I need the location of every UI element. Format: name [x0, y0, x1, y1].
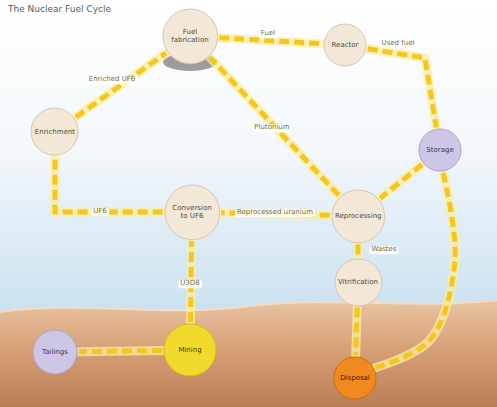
flow-glow [376, 173, 456, 368]
flow-glow [219, 38, 322, 44]
circle-shape [419, 129, 461, 171]
flow-glow [210, 57, 339, 195]
flow-connector [356, 307, 357, 355]
process-circle: Storage [418, 128, 462, 172]
flow-glow [354, 244, 363, 256]
node-label: Reprocessing [335, 212, 381, 220]
flow-connector [380, 164, 422, 198]
process-circle: Tailings [32, 329, 78, 375]
sky [0, 0, 497, 320]
flow-glow [380, 164, 422, 198]
node-label: Mining [178, 346, 201, 354]
flow-connector [55, 158, 163, 212]
flow-glow [368, 49, 437, 128]
flow-connector [76, 53, 166, 117]
flow-connector [210, 57, 339, 195]
process-circle: Fuel fabrication [162, 8, 219, 65]
circle-shape [163, 9, 218, 64]
flow-connector [368, 49, 437, 128]
node-label: Disposal [340, 374, 370, 382]
flow-label: Enriched UF6 [87, 76, 138, 84]
flow-connector [219, 38, 322, 44]
circle-shape [31, 108, 78, 155]
flow-connector [79, 350, 162, 351]
flow-label: U3O8 [178, 280, 202, 288]
flow-dash [356, 244, 361, 256]
flow-glow [79, 350, 162, 351]
flow-label: Used fuel [380, 40, 417, 48]
flow-label: UF6 [91, 208, 109, 216]
flow-connector [376, 173, 456, 368]
process-circle: Vitrification [334, 258, 383, 307]
flow-dash [376, 173, 456, 368]
flow-dash [356, 307, 357, 355]
flow-label: Reprocessed uranium [235, 209, 315, 217]
flow-dash [219, 38, 322, 44]
process-circle: Reactor [323, 23, 367, 67]
circle-shape [324, 24, 366, 66]
circle-shape [33, 330, 77, 374]
flow-glow [76, 53, 166, 117]
flow-glow [356, 307, 357, 355]
circle-shape [164, 324, 216, 376]
circle-shape [165, 185, 220, 240]
circle-shape [335, 259, 382, 306]
node-label: Enrichment [35, 128, 75, 136]
process-circle: Disposal [333, 356, 377, 400]
ground-edge [0, 300, 497, 312]
flow-dash [79, 350, 162, 351]
process-circle: Enrichment [30, 107, 79, 156]
node-label: Fuel fabrication [167, 28, 213, 44]
flow-connector [358, 244, 359, 256]
flow-label: Plutonium [252, 124, 291, 132]
flow-dash [380, 164, 422, 198]
flow-label: Fuel [259, 30, 277, 38]
flow-dash [55, 158, 163, 212]
flow-dash [368, 49, 437, 128]
flow-dash [76, 53, 166, 117]
node-label: Vitrification [338, 278, 378, 286]
circle-shape [334, 357, 376, 399]
circle-shape [332, 190, 385, 243]
flow-glow [55, 158, 163, 212]
diagram-title: The Nuclear Fuel Cycle [8, 4, 111, 14]
flow-dash [210, 57, 339, 195]
process-circle: Reprocessing [331, 189, 386, 244]
ground [0, 300, 497, 407]
flow-label: Wastes [369, 246, 398, 254]
process-circle: Mining [163, 323, 217, 377]
node-label: Reactor [332, 41, 359, 49]
process-circle: Conversion to UF6 [164, 184, 221, 241]
node-label: Tailings [42, 348, 68, 356]
node-label: Storage [426, 146, 453, 154]
node-label: Conversion to UF6 [169, 204, 215, 220]
